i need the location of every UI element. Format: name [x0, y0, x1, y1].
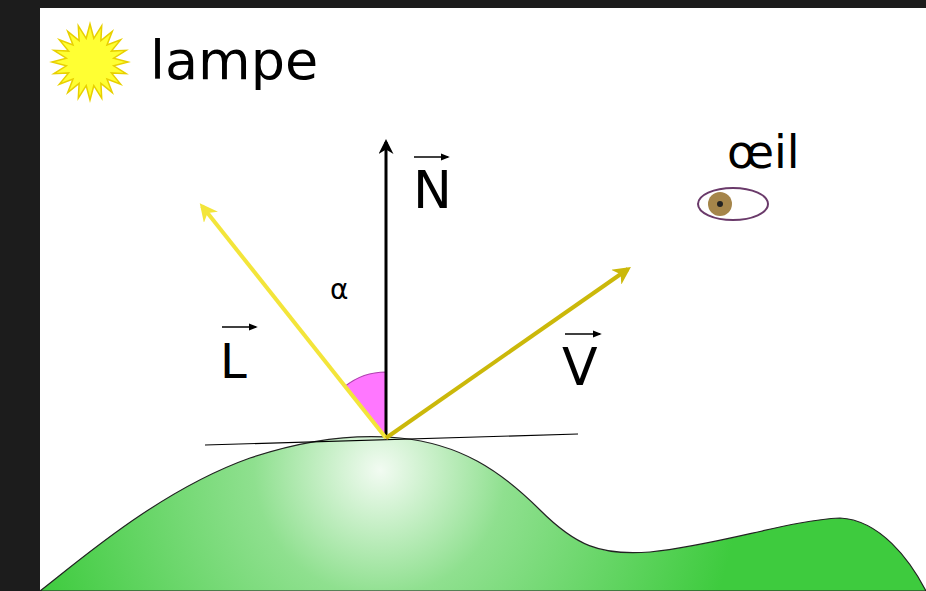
vector-name: N: [413, 164, 452, 216]
normal-vector: [385, 142, 388, 438]
vector-accent: [222, 326, 256, 328]
eye-label: œil: [727, 129, 800, 175]
lamp-label: lampe: [150, 34, 318, 88]
lamp-sun: [52, 24, 128, 100]
vector-name: L: [220, 337, 247, 385]
view-vector: [386, 269, 628, 438]
angle-label: α: [330, 276, 348, 304]
vector-accent: [565, 333, 600, 335]
eye-iris: [708, 192, 732, 216]
vector-name: V: [562, 341, 598, 393]
vector-accent: [414, 156, 448, 158]
surface-hill: [40, 437, 926, 591]
eye-pupil: [717, 201, 723, 207]
light-vector: [202, 206, 386, 438]
white-panel: [40, 8, 926, 591]
eye-outline: [698, 188, 768, 220]
